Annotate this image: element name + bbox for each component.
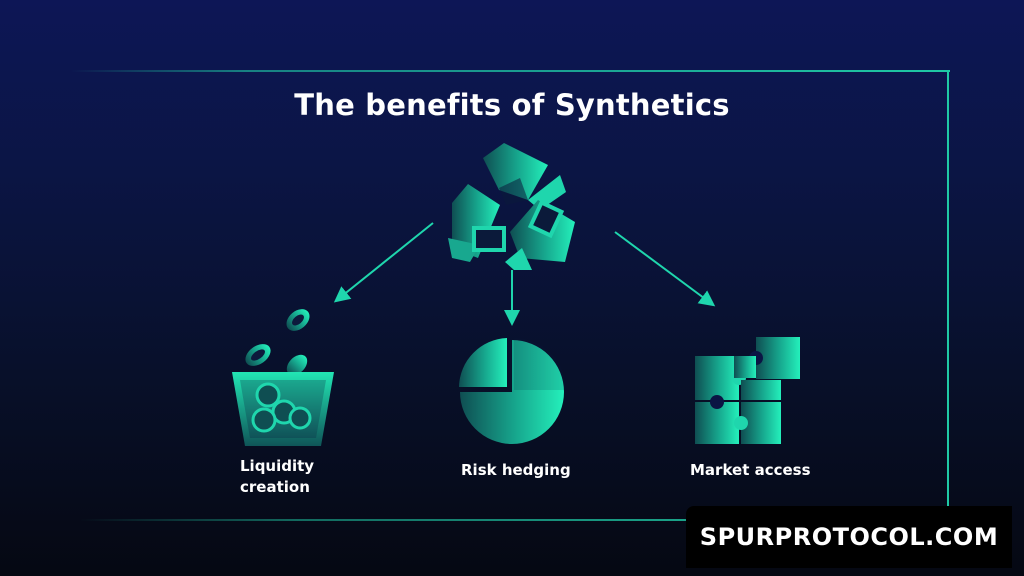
diagram-title: The benefits of Synthetics <box>294 88 730 122</box>
puzzle-icon <box>695 337 800 444</box>
coin-bucket-icon <box>232 309 334 446</box>
benefit-label-risk-hedging: Risk hedging <box>461 461 571 479</box>
frame-right-line <box>947 70 949 520</box>
arrow-to-liquidity <box>333 222 434 303</box>
frame-top-line <box>70 70 950 72</box>
watermark-badge: SPURPROTOCOL.COM <box>686 506 1012 568</box>
arrow-to-market-access <box>614 231 716 307</box>
benefit-label-liquidity-line1: Liquidity <box>240 457 315 475</box>
recycle-icon <box>448 143 575 270</box>
benefit-label-market-access: Market access <box>690 461 811 479</box>
benefit-label-liquidity: Liquidity creation <box>240 456 314 498</box>
benefit-label-liquidity-line2: creation <box>240 478 310 496</box>
pie-chart-icon <box>459 338 566 444</box>
frame-bottom-line <box>80 519 949 521</box>
watermark-text: SPURPROTOCOL.COM <box>699 523 999 551</box>
